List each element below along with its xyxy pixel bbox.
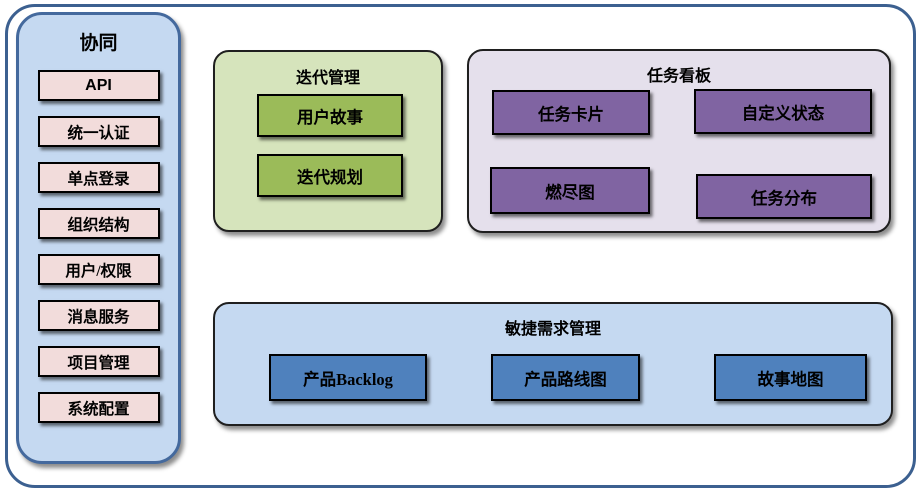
- collab-item-sso: 单点登录: [37, 162, 160, 193]
- panel-agile-requirements-title: 敏捷需求管理: [504, 321, 601, 338]
- panel-collaboration: 协同 API 统一认证 单点登录 组织结构 用户/权限 消息服务 项目管理 系统…: [16, 12, 181, 464]
- taskboard-item-task-card: 任务卡片: [492, 90, 650, 135]
- panel-agile-requirements: 敏捷需求管理 产品Backlog 产品路线图 故事地图: [213, 302, 893, 426]
- collab-item-project-management: 项目管理: [37, 346, 160, 377]
- requirements-item-product-backlog: 产品Backlog: [269, 354, 427, 401]
- taskboard-item-burndown-chart: 燃尽图: [490, 167, 650, 214]
- collab-item-api: API: [37, 70, 160, 101]
- iteration-item-user-story: 用户故事: [257, 94, 403, 137]
- collab-item-unified-auth: 统一认证: [37, 116, 160, 147]
- panel-task-board-title: 任务看板: [646, 68, 711, 85]
- panel-task-board: 任务看板 任务卡片 自定义状态 燃尽图 任务分布: [467, 49, 891, 233]
- panel-iteration-management: 迭代管理 用户故事 迭代规划: [213, 50, 443, 232]
- requirements-item-product-roadmap: 产品路线图: [491, 354, 640, 401]
- collab-item-message-service: 消息服务: [37, 300, 160, 331]
- collab-item-system-config: 系统配置: [37, 392, 160, 423]
- iteration-item-iteration-planning: 迭代规划: [257, 154, 403, 197]
- collab-item-org-structure: 组织结构: [37, 208, 160, 239]
- taskboard-item-task-distribution: 任务分布: [696, 174, 872, 219]
- requirements-item-story-map: 故事地图: [714, 354, 867, 401]
- panel-collaboration-title: 协同: [79, 33, 118, 54]
- collab-item-user-permissions: 用户/权限: [37, 254, 160, 285]
- taskboard-item-custom-status: 自定义状态: [694, 89, 872, 134]
- panel-iteration-title: 迭代管理: [295, 70, 360, 87]
